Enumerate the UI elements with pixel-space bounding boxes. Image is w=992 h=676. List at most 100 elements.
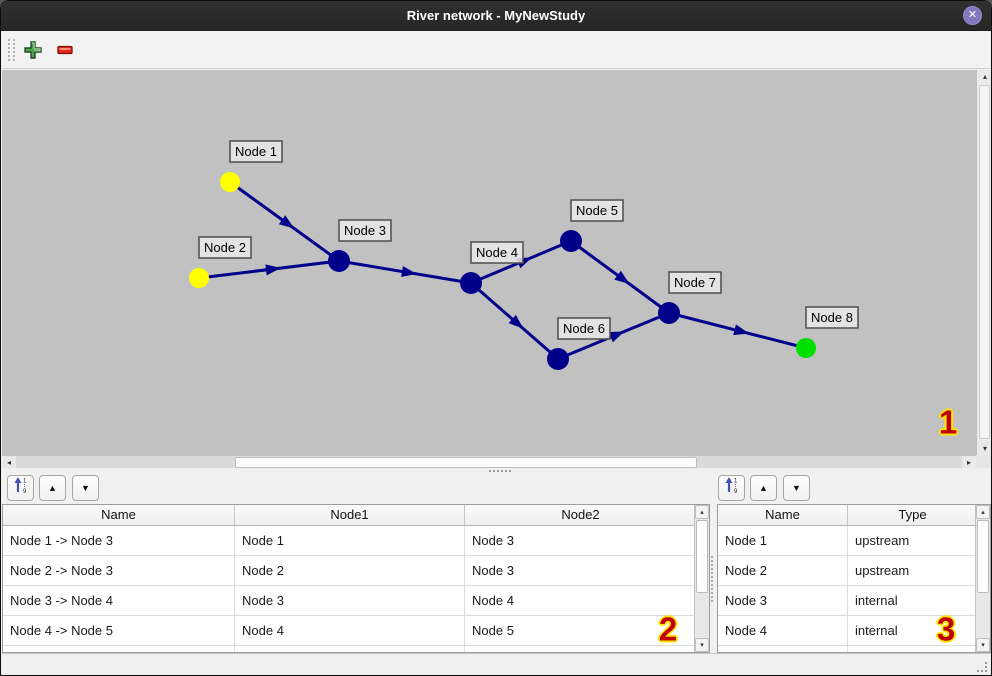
table-cell[interactable]: Node 3: [472, 563, 514, 578]
network-node[interactable]: [328, 250, 350, 272]
node-label: Node 2: [204, 240, 246, 255]
table-cell[interactable]: Node 1 -> Node 3: [3, 526, 235, 555]
table-cell[interactable]: Node 2: [235, 556, 465, 585]
table-cell[interactable]: Node 1: [718, 526, 848, 555]
table-cell[interactable]: Node 3: [235, 586, 465, 615]
remove-node-button[interactable]: [55, 40, 75, 60]
node-label: Node 1: [235, 144, 277, 159]
table-cell[interactable]: Node 3 -> Node 4: [3, 586, 235, 615]
table-cell[interactable]: Node 4: [718, 616, 848, 645]
minus-icon: [55, 40, 75, 60]
resize-grip-icon[interactable]: [977, 662, 987, 672]
table-cell[interactable]: Node 4: [235, 616, 465, 645]
network-node[interactable]: [220, 172, 240, 192]
horizontal-scroll-thumb[interactable]: [235, 457, 697, 468]
canvas-vertical-scrollbar[interactable]: ▴ ▾: [976, 70, 991, 455]
table-cell: [718, 646, 848, 652]
table-scroll-thumb[interactable]: [696, 520, 708, 593]
network-node[interactable]: [796, 338, 816, 358]
node-label-box[interactable]: [198, 236, 252, 259]
column-header[interactable]: Node1: [235, 505, 465, 525]
scroll-down-arrow-icon[interactable]: ▾: [695, 638, 709, 652]
scroll-right-arrow-icon[interactable]: ▸: [962, 456, 976, 469]
table-cell: [235, 646, 465, 652]
table-row[interactable]: Node 2 upstream: [718, 556, 975, 586]
plus-icon: [23, 40, 43, 60]
add-node-button[interactable]: [23, 40, 43, 60]
table-row[interactable]: Node 3 internal: [718, 586, 975, 616]
table-cell[interactable]: Node 4: [472, 593, 514, 608]
scroll-up-arrow-icon[interactable]: ▴: [695, 505, 709, 519]
status-bar: [2, 653, 991, 675]
scroll-up-arrow-icon[interactable]: ▴: [976, 505, 990, 519]
table-cell[interactable]: internal: [855, 623, 898, 638]
titlebar[interactable]: River network - MyNewStudy ✕: [1, 1, 991, 31]
network-node[interactable]: [658, 302, 680, 324]
edges-table-scrollbar[interactable]: ▴ ▾: [694, 505, 709, 652]
nodes-move-up-button[interactable]: ▲: [750, 475, 777, 501]
edges-move-up-button[interactable]: ▲: [39, 475, 66, 501]
toolbar-drag-handle[interactable]: [8, 39, 15, 61]
vertical-scroll-thumb[interactable]: [979, 85, 990, 439]
table-cell[interactable]: Node 2: [718, 556, 848, 585]
table-row[interactable]: Node 4 internal: [718, 616, 975, 646]
network-node[interactable]: [189, 268, 209, 288]
node-label-box[interactable]: [470, 241, 524, 264]
node-label-box[interactable]: [668, 271, 722, 294]
table-cell[interactable]: Node 4 -> Node 5: [3, 616, 235, 645]
svg-text:1: 1: [734, 479, 738, 485]
scroll-left-arrow-icon[interactable]: ◂: [2, 456, 16, 469]
svg-text:9: 9: [23, 489, 27, 494]
table-cell[interactable]: Node 1: [235, 526, 465, 555]
node-label: Node 8: [811, 310, 853, 325]
nodes-move-down-button[interactable]: ▼: [783, 475, 810, 501]
canvas-horizontal-scrollbar[interactable]: ◂ ▸: [2, 455, 976, 469]
table-cell: [465, 646, 696, 652]
table-cell: [3, 646, 235, 652]
horizontal-splitter[interactable]: [2, 468, 991, 473]
table-row[interactable]: Node 1 upstream: [718, 526, 975, 556]
node-label-box[interactable]: [557, 317, 611, 340]
node-label-box[interactable]: [338, 219, 392, 242]
table-cell[interactable]: upstream: [855, 563, 910, 578]
node-label: Node 7: [674, 275, 716, 290]
table-cell[interactable]: internal: [855, 593, 898, 608]
column-header[interactable]: Type: [898, 507, 927, 522]
network-node[interactable]: [560, 230, 582, 252]
scroll-up-arrow-icon[interactable]: ▴: [978, 70, 991, 83]
column-header[interactable]: Node2: [561, 507, 600, 522]
scroll-down-arrow-icon[interactable]: ▾: [976, 638, 990, 652]
vertical-splitter[interactable]: [711, 556, 716, 602]
edges-table-header: Name Node1 Node2: [3, 505, 694, 526]
table-row-partial: [718, 646, 975, 652]
edges-move-down-button[interactable]: ▼: [72, 475, 99, 501]
network-node[interactable]: [547, 348, 569, 370]
scroll-down-arrow-icon[interactable]: ▾: [978, 442, 991, 455]
node-label-box[interactable]: [805, 306, 859, 329]
column-header[interactable]: Name: [718, 505, 848, 525]
table-cell[interactable]: Node 3: [718, 586, 848, 615]
table-cell[interactable]: Node 2 -> Node 3: [3, 556, 235, 585]
table-scroll-thumb[interactable]: [977, 520, 989, 593]
network-node[interactable]: [460, 272, 482, 294]
edges-sort-button[interactable]: 1 9: [7, 475, 34, 501]
column-header[interactable]: Name: [3, 505, 235, 525]
node-label-box[interactable]: [229, 140, 283, 163]
table-cell[interactable]: upstream: [855, 533, 910, 548]
sort-ascending-icon: 1 9: [723, 477, 740, 496]
nodes-sort-button[interactable]: 1 9: [718, 475, 745, 501]
close-button[interactable]: ✕: [963, 6, 982, 25]
table-cell[interactable]: Node 3: [472, 533, 514, 548]
node-label-box[interactable]: [570, 199, 624, 222]
table-cell[interactable]: Node 5: [472, 623, 514, 638]
nodes-table-scrollbar[interactable]: ▴ ▾: [975, 505, 990, 652]
edge-arrow-icon: [278, 215, 295, 229]
